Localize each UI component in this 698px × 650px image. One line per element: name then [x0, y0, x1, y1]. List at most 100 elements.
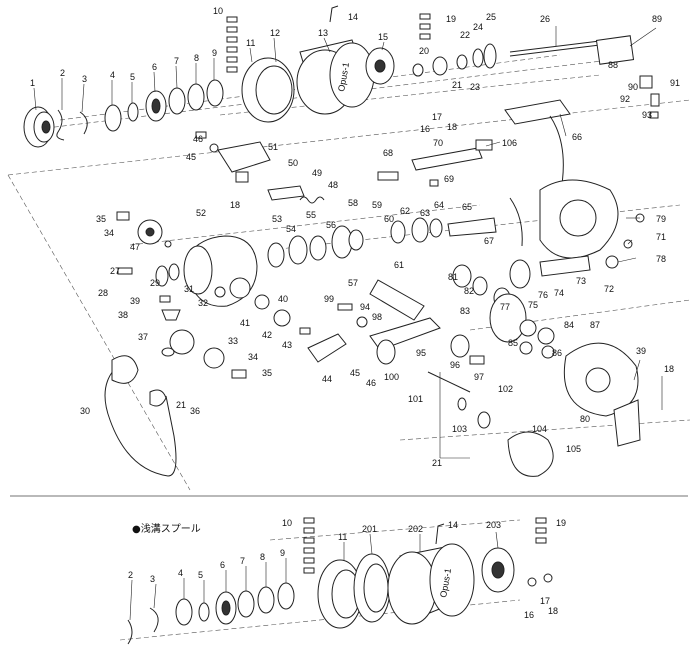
bail-trip-parts	[195, 131, 271, 183]
part-number-label-34: 34	[248, 352, 258, 362]
part-number-label-76: 76	[538, 290, 548, 300]
sub-part-number-label-6: 6	[220, 560, 225, 570]
body-cap-parts	[117, 263, 226, 298]
shallow-spool-parts: Opus-1	[127, 517, 553, 645]
part-number-label-53: 53	[272, 214, 282, 224]
part-number-label-28: 28	[98, 288, 108, 298]
main-leader-lines	[33, 26, 663, 459]
handle-part	[427, 371, 554, 477]
screws-19-part	[419, 13, 431, 40]
part-number-label-81: 81	[448, 272, 458, 282]
sub-part-number-label-10: 10	[282, 518, 292, 528]
part-number-label-63: 63	[420, 208, 430, 218]
reel-body-part	[183, 235, 258, 307]
part-number-label-50: 50	[288, 158, 298, 168]
sub-part-number-label-8: 8	[260, 552, 265, 562]
part-number-label-104: 104	[532, 424, 547, 434]
part-number-label-25: 25	[486, 12, 496, 22]
part-number-label-64: 64	[434, 200, 444, 210]
part-number-label-23: 23	[470, 82, 480, 92]
part-number-label-51: 51	[268, 142, 278, 152]
part-number-label-46: 46	[193, 134, 203, 144]
part-number-label-58: 58	[348, 198, 358, 208]
part-number-label-12: 12	[270, 28, 280, 38]
part-number-label-68: 68	[383, 148, 393, 158]
part-number-label-61: 61	[394, 260, 404, 270]
part-number-label-18: 18	[664, 364, 674, 374]
part-number-label-103: 103	[452, 424, 467, 434]
part-number-label-38: 38	[118, 310, 128, 320]
part-number-label-54: 54	[286, 224, 296, 234]
part-number-label-105: 105	[566, 444, 581, 454]
sub-part-number-label-11: 11	[338, 532, 347, 542]
pinion-shaft-parts	[377, 139, 493, 187]
part-number-label-88: 88	[608, 60, 618, 70]
side-cover-part	[563, 342, 641, 447]
part-number-label-82: 82	[464, 286, 474, 296]
part-number-label-48: 48	[328, 180, 338, 190]
clip-2-part	[56, 109, 65, 141]
main-shaft-part	[509, 39, 609, 57]
part-number-label-106: 106	[502, 138, 517, 148]
part-number-label-20: 20	[419, 46, 429, 56]
part-number-label-39: 39	[130, 296, 140, 306]
pin-14-part	[329, 5, 339, 23]
part-number-label-69: 69	[444, 174, 454, 184]
roller-parts	[254, 294, 311, 335]
main-assembly-parts: Opus-1	[23, 5, 660, 477]
part-number-label-44: 44	[322, 374, 332, 384]
part-number-label-42: 42	[262, 330, 272, 340]
part-number-label-33: 33	[228, 336, 238, 346]
part-number-label-24: 24	[473, 22, 483, 32]
part-number-label-94: 94	[360, 302, 370, 312]
part-number-label-66: 66	[572, 132, 582, 142]
part-number-label-62: 62	[400, 206, 410, 216]
part-number-label-16: 16	[420, 124, 430, 134]
sub-part-number-label-19: 19	[556, 518, 566, 528]
part-number-label-14: 14	[348, 12, 358, 22]
part-number-label-84: 84	[564, 320, 574, 330]
knob-38-parts	[159, 295, 181, 321]
sub-ring-201-part	[353, 553, 391, 623]
rotor-part	[504, 99, 619, 259]
drag-knob-part	[23, 106, 55, 148]
part-number-label-41: 41	[240, 318, 250, 328]
part-number-label-15: 15	[378, 32, 388, 42]
part-number-label-6: 6	[152, 62, 157, 72]
part-number-label-99: 99	[324, 294, 334, 304]
spring-lever-parts	[267, 185, 325, 204]
part-number-label-13: 13	[318, 28, 328, 38]
part-number-label-90: 90	[628, 82, 638, 92]
sub-part-number-label-14: 14	[448, 520, 458, 530]
rotor-cup-part	[365, 47, 395, 85]
part-number-label-4: 4	[110, 70, 115, 80]
part-number-label-40: 40	[278, 294, 288, 304]
spool-skirt-part	[241, 57, 295, 123]
part-number-label-11: 11	[246, 38, 255, 48]
part-number-label-29: 29	[150, 278, 160, 288]
part-number-label-87: 87	[590, 320, 600, 330]
part-number-label-75: 75	[528, 300, 538, 310]
gear-train-parts	[267, 217, 497, 268]
part-number-label-30: 30	[80, 406, 90, 416]
oscillation-parts	[595, 35, 660, 119]
part-number-label-52: 52	[196, 208, 206, 218]
sub-part-number-label-3: 3	[150, 574, 155, 584]
part-number-label-32: 32	[198, 298, 208, 308]
part-number-label-45: 45	[350, 368, 360, 378]
sub-skirt-part	[317, 559, 363, 629]
main-shaft-small-parts	[412, 43, 497, 77]
part-number-label-60: 60	[384, 214, 394, 224]
part-number-label-7: 7	[174, 56, 179, 66]
part-number-label-35: 35	[96, 214, 106, 224]
part-number-label-21: 21	[432, 458, 442, 468]
clip-3-part	[79, 111, 88, 135]
part-number-label-22: 22	[460, 30, 470, 40]
part-number-label-100: 100	[384, 372, 399, 382]
drag-washers-part	[104, 79, 224, 132]
part-number-label-93: 93	[642, 110, 652, 120]
sub-part-number-label-5: 5	[198, 570, 203, 580]
part-number-label-8: 8	[194, 53, 199, 63]
